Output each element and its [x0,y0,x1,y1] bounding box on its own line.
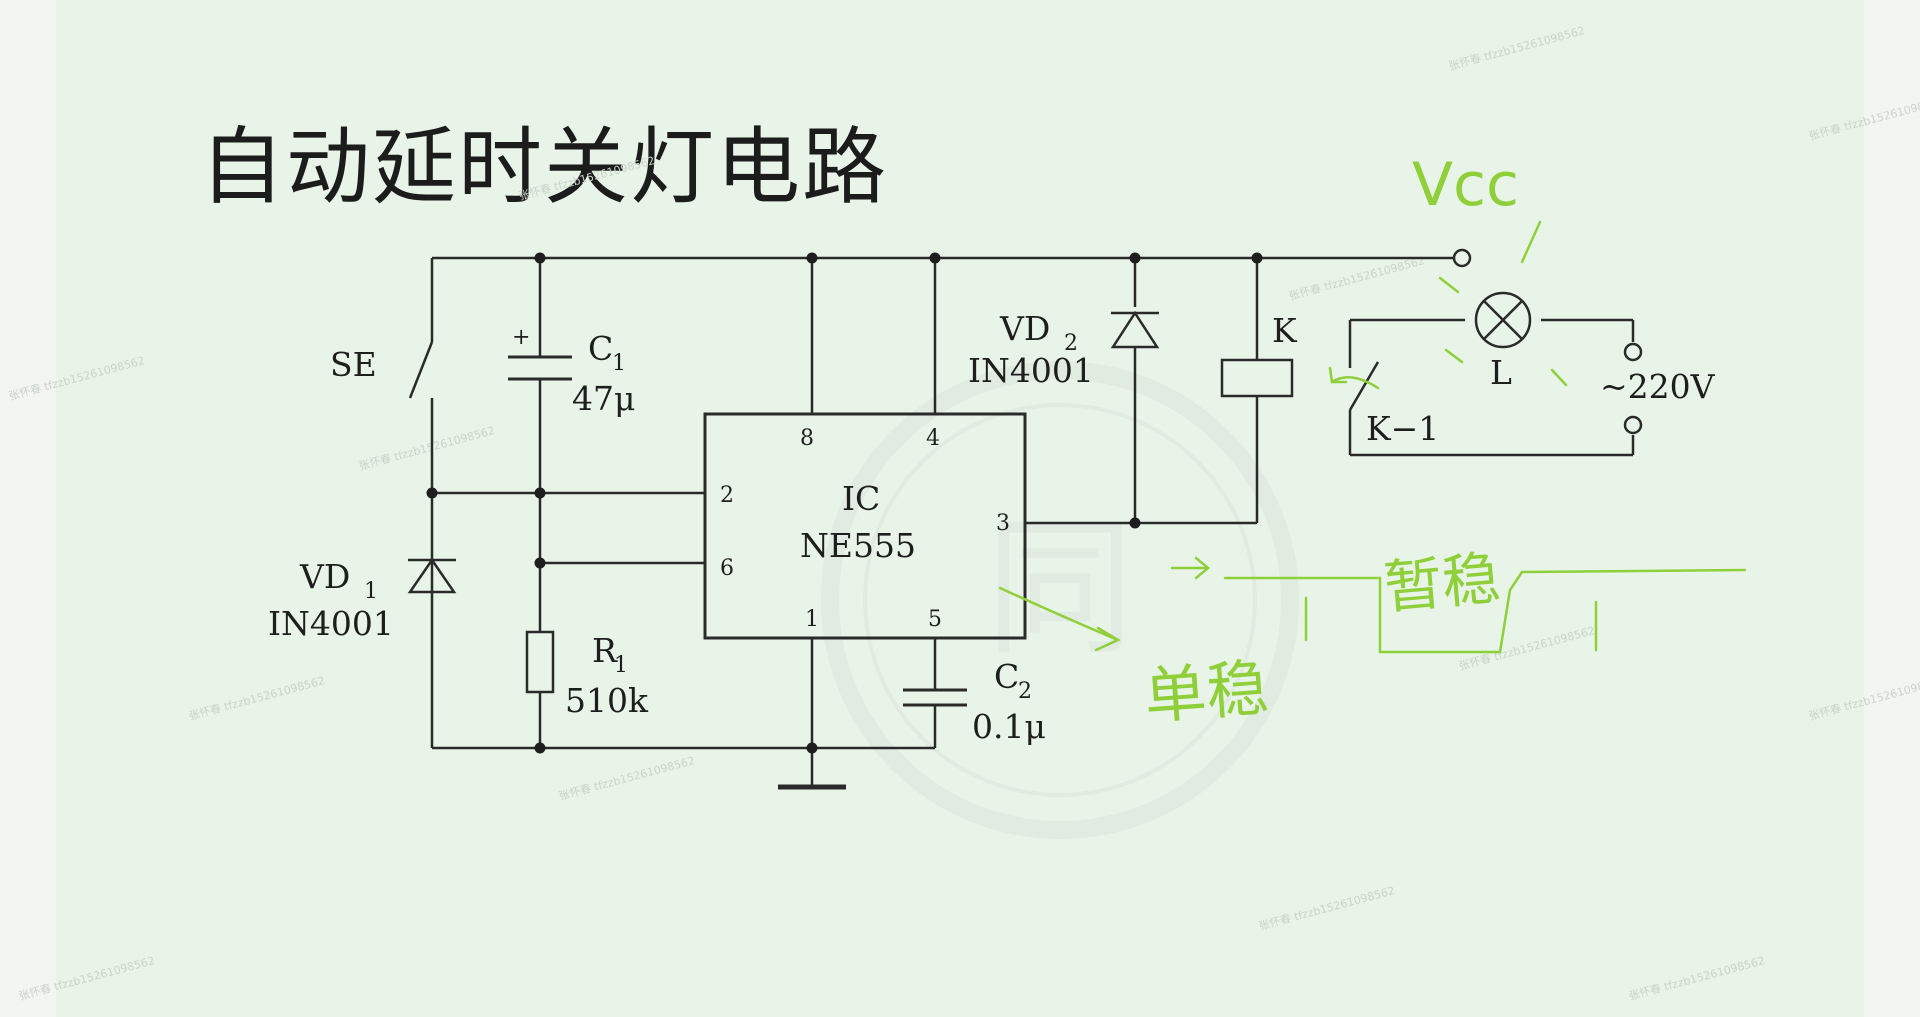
ic-pin-5: 5 [928,607,942,632]
ic-pin-8: 8 [800,426,814,451]
svg-text:张怀春 tfzzb15261098562: 张怀春 tfzzb15261098562 [1287,254,1426,303]
svg-text:张怀春 tfzzb15261098562: 张怀春 tfzzb15261098562 [7,354,146,403]
lamp-l [1474,291,1532,349]
ic-pin-1: 1 [805,607,819,632]
vd2-part: IN4001 [968,351,1094,390]
svg-text:张怀春 tfzzb15261098562: 张怀春 tfzzb15261098562 [357,424,496,473]
svg-text:张怀春 tfzzb15261098562: 张怀春 tfzzb15261098562 [1447,24,1586,73]
vd1-part: IN4001 [268,604,394,643]
ic-pin-6: 6 [720,556,734,581]
switch-se-label: SE [330,345,377,384]
junction-dots [426,252,1263,754]
c2-name: C [994,657,1019,696]
relay-k-label: K [1272,311,1298,350]
contact-k1-label: K−1 [1366,409,1439,448]
lamp-l-label: L [1490,353,1512,392]
resistor-r1 [525,630,555,694]
mains-label: ~220V [1600,367,1716,406]
r1-subscript: 1 [614,653,628,678]
c1-name: C [588,329,613,368]
mains-terminal-bottom [1623,415,1643,435]
vd1-name: VD [299,557,350,596]
ic-part: NE555 [800,526,916,565]
svg-text:张怀春 tfzzb15261098562: 张怀春 tfzzb15261098562 [187,674,326,723]
svg-text:张怀春 tfzzb15261098562: 张怀春 tfzzb15261098562 [17,954,156,1003]
svg-text:张怀春 tfzzb15261098562: 张怀春 tfzzb15261098562 [557,754,696,803]
diode-vd1 [407,557,457,594]
slide-title: 自动延时关灯电路 [200,118,889,216]
slide-background [56,0,1864,1017]
ic-name: IC [842,479,880,518]
r1-name: R [592,631,618,670]
svg-text:同: 同 [985,502,1135,676]
c1-polarity: + [512,325,530,350]
temp-stable-annotation: 暂稳 [1381,544,1503,622]
svg-text:张怀春 tfzzb15261098562: 张怀春 tfzzb15261098562 [1807,674,1920,723]
svg-text:张怀春 tfzzb15261098562: 张怀春 tfzzb15261098562 [1627,954,1766,1003]
c1-subscript: 1 [612,351,626,376]
ic-pin-4: 4 [926,426,940,451]
vcc-terminal [1452,248,1472,268]
circuit-wires [430,256,1635,787]
svg-text:张怀春 tfzzb15261098562: 张怀春 tfzzb15261098562 [1257,884,1396,933]
r1-value: 510k [565,681,649,720]
relay-coil-k [1220,358,1294,398]
switch-se [408,341,434,399]
relay-contact-k1 [1348,361,1380,411]
c1-value: 47μ [572,379,635,418]
svg-text:张怀春 tfzzb15261098562: 张怀春 tfzzb15261098562 [1807,94,1920,143]
svg-text:张怀春 tfzzb15261098562: 张怀春 tfzzb15261098562 [1457,624,1596,673]
seal-watermark: 同 [821,361,1299,839]
handwritten-annotations [998,220,1747,654]
vd2-subscript: 2 [1064,331,1078,356]
monostable-annotation: 单稳 [1142,651,1271,732]
c2-subscript: 2 [1018,679,1032,704]
c2-value: 0.1μ [972,707,1046,746]
ic-pin-3: 3 [996,511,1010,536]
text-watermarks: 张怀春 tfzzb15261098562 张怀春 tfzzb1526109856… [7,24,1920,1003]
mains-terminal-top [1623,342,1643,362]
vd1-subscript: 1 [364,579,378,604]
diode-vd2 [1110,310,1160,349]
vd2-name: VD [999,309,1050,348]
ic-pin-2: 2 [720,483,734,508]
capacitor-c1 [508,355,572,381]
ic-ne555 [703,412,1027,640]
svg-text:张怀春 tfzzb15261098562: 张怀春 tfzzb15261098562 [517,154,656,203]
capacitor-c2 [903,688,967,707]
vcc-annotation: Vcc [1412,150,1519,220]
